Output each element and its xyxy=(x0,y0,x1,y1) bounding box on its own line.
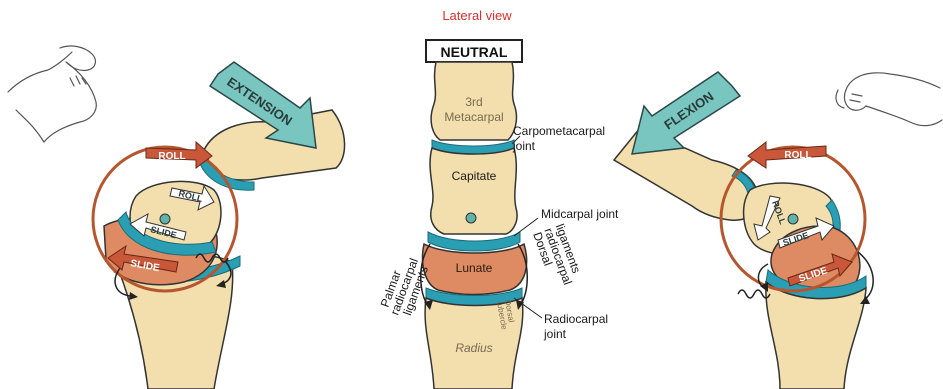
center-neutral-joint: NEUTRAL 3rd Metacarpal Capitate Lunate R… xyxy=(376,40,619,389)
metacarpal-label-1: 3rd xyxy=(465,95,482,109)
left-extension-joint: EXTENSION ROLL ROLL SLIDE SLIDE xyxy=(93,62,345,389)
hand-sketch-extension-icon xyxy=(8,46,96,142)
hand-sketch-flexion-icon xyxy=(836,73,942,126)
dorsal-ligaments-label: Dorsal radiocarpal ligaments xyxy=(530,222,586,291)
center-axis-dot xyxy=(466,213,476,223)
capitate-label: Capitate xyxy=(452,169,497,183)
left-axis-dot xyxy=(160,214,170,224)
lunate-label: Lunate xyxy=(456,261,493,275)
radiocarpal-label-2: joint xyxy=(543,327,567,341)
neutral-label: NEUTRAL xyxy=(441,44,508,60)
midcarpal-cartilage xyxy=(428,232,520,251)
right-axis-dot xyxy=(788,214,798,224)
midcarpal-label: Midcarpal joint xyxy=(541,207,619,221)
right-outer-roll-label: ROLL xyxy=(784,150,811,161)
radiocarpal-label-1: Radiocarpal xyxy=(544,312,608,326)
cmc-label-1: Carpometacarpal xyxy=(513,124,605,138)
cmc-label-2: joint xyxy=(512,139,536,153)
view-title: Lateral view xyxy=(442,8,512,23)
right-radius-bone xyxy=(766,282,866,389)
right-flexion-joint: FLEXION ROLL ROLL SLIDE SLIDE xyxy=(614,72,873,389)
radius-label: Radius xyxy=(455,341,492,355)
flexion-arrow: FLEXION xyxy=(632,72,740,154)
metacarpal-label-2: Metacarpal xyxy=(444,110,503,124)
left-outer-roll-label: ROLL xyxy=(158,151,185,162)
